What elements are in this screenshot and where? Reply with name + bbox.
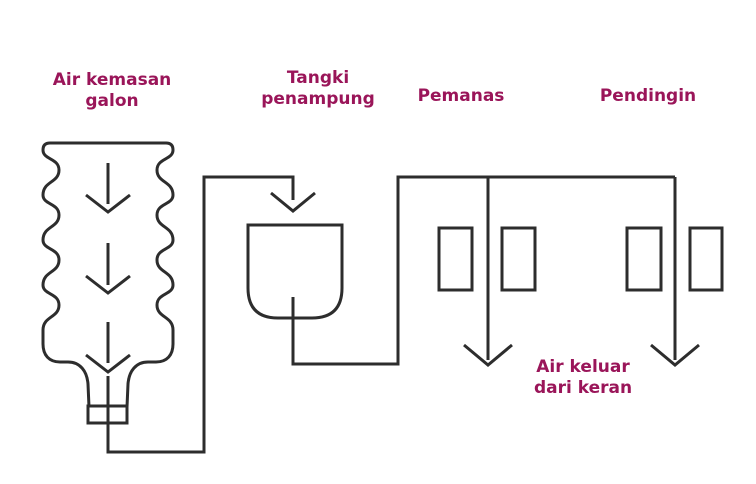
cooler-element-1 xyxy=(625,226,663,292)
cooler-label-text: Pendingin xyxy=(599,86,697,106)
cooler-label: Pendingin xyxy=(600,86,696,107)
output-label-line1: Air keluar xyxy=(536,357,630,377)
bottle-flow-arrow-3 xyxy=(85,322,131,374)
source-label-line1: Air kemasan xyxy=(52,70,172,90)
supply-pipe xyxy=(106,175,316,454)
cooler-element-2 xyxy=(688,226,724,292)
tank-label: Tangki penampung xyxy=(261,68,375,110)
heater-label-text: Pemanas xyxy=(417,86,505,106)
heater-element-1 xyxy=(437,226,474,292)
bottle-flow-arrow-1 xyxy=(85,163,131,214)
source-label: Air kemasan galon xyxy=(53,70,172,112)
cooler-branch-arrow xyxy=(650,177,700,367)
storage-tank xyxy=(246,223,344,320)
heater-element-2 xyxy=(500,226,537,292)
source-label-line2: galon xyxy=(85,91,139,111)
output-label-line2: dari keran xyxy=(533,378,633,398)
heater-branch-arrow xyxy=(463,177,513,367)
tank-label-line2: penampung xyxy=(261,89,375,109)
output-label: Air keluar dari keran xyxy=(534,357,632,399)
tank-label-line1: Tangki xyxy=(286,68,350,88)
gallon-bottle-outline xyxy=(41,141,175,408)
bottle-flow-arrow-2 xyxy=(85,243,131,295)
outlet-pipe xyxy=(291,175,675,366)
heater-label: Pemanas xyxy=(418,86,505,107)
